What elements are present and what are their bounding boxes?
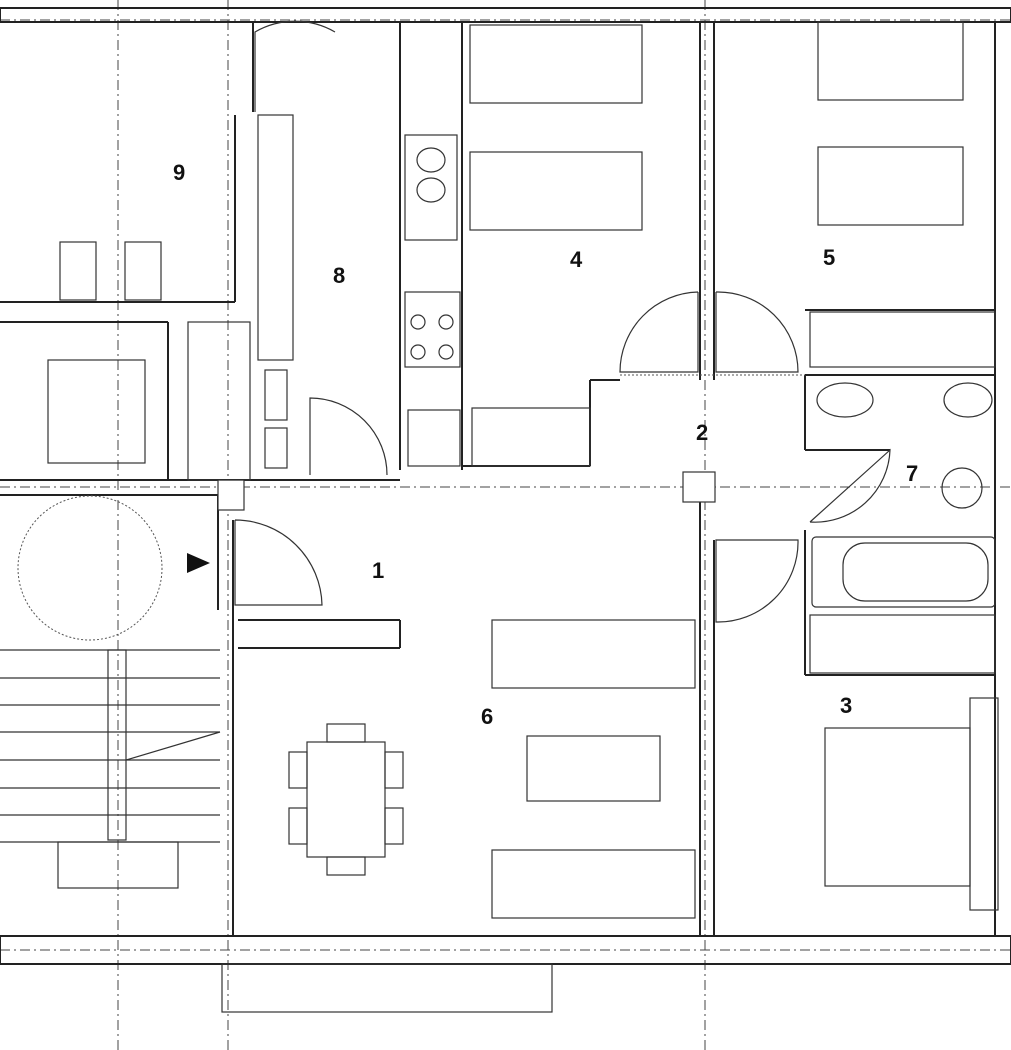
landing-circle — [17, 495, 163, 641]
room-label-7: 7 — [906, 461, 918, 486]
stairs — [0, 649, 221, 889]
bed — [469, 24, 643, 104]
dryer — [124, 241, 162, 301]
bed — [469, 151, 643, 231]
double-bed — [824, 727, 971, 887]
coffee-table — [526, 735, 661, 802]
room-labels: 1 2 3 4 5 6 7 8 9 — [173, 160, 918, 729]
room-label-1: 1 — [372, 558, 384, 583]
washer — [59, 241, 97, 301]
doors — [234, 20, 891, 623]
bed — [817, 146, 964, 226]
bathtub — [811, 536, 996, 608]
desk — [471, 407, 591, 467]
bathtub-inner — [842, 542, 989, 602]
elevator — [47, 359, 146, 464]
arrow-right-icon — [187, 553, 210, 573]
wardrobe — [809, 614, 996, 674]
cabinet — [187, 321, 251, 481]
room-label-6: 6 — [481, 704, 493, 729]
sofa — [491, 849, 696, 919]
walls — [0, 7, 1011, 1013]
sofa — [491, 619, 696, 689]
washbasin — [941, 467, 983, 509]
fridge — [407, 409, 461, 467]
furniture — [17, 21, 999, 919]
room-label-5: 5 — [823, 245, 835, 270]
toilet — [816, 382, 874, 418]
stove — [404, 291, 461, 368]
dining-table — [306, 741, 386, 858]
room-label-9: 9 — [173, 160, 185, 185]
kitchen-sink — [404, 134, 458, 241]
headboard — [969, 697, 999, 911]
room-label-3: 3 — [840, 693, 852, 718]
bed — [817, 21, 964, 101]
counter — [257, 114, 294, 361]
room-label-2: 2 — [696, 420, 708, 445]
bidet — [943, 382, 993, 418]
room-label-8: 8 — [333, 263, 345, 288]
room-label-4: 4 — [570, 247, 583, 272]
wardrobe — [809, 311, 996, 368]
